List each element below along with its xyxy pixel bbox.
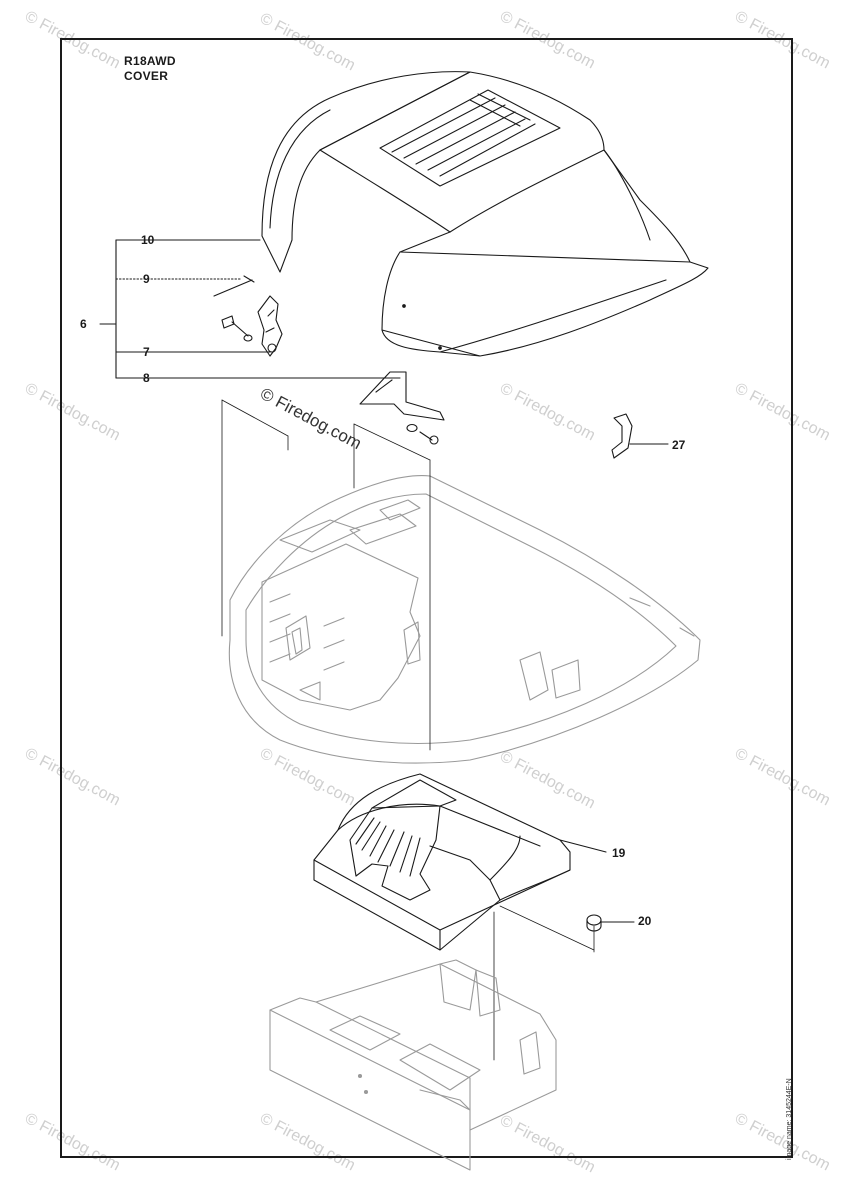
callout-6: 6 bbox=[80, 317, 87, 331]
hinge-bracket-part-7 bbox=[221, 295, 283, 357]
callout-9: 9 bbox=[143, 272, 150, 286]
nut-part-20 bbox=[586, 914, 635, 932]
callout-7: 7 bbox=[143, 345, 150, 359]
callout-10: 10 bbox=[141, 233, 155, 247]
pin-part-9 bbox=[213, 275, 255, 297]
model-title: R18AWD bbox=[124, 54, 176, 68]
callout-8: 8 bbox=[143, 371, 150, 385]
callout-27: 27 bbox=[672, 438, 686, 452]
callout-bracket-6 bbox=[99, 239, 401, 379]
diagram-frame bbox=[60, 38, 793, 1158]
bracket-part-8 bbox=[359, 371, 445, 445]
lower-cover-part-19 bbox=[313, 773, 607, 951]
callout-20: 20 bbox=[638, 914, 652, 928]
callout-19: 19 bbox=[612, 846, 626, 860]
top-cover-part bbox=[261, 71, 709, 357]
assembly-guide-lines bbox=[221, 399, 595, 1061]
clip-part-27 bbox=[611, 413, 669, 459]
image-code-label: image name: 3145244E-N bbox=[786, 1078, 793, 1160]
chassis-frame-part bbox=[228, 475, 701, 764]
section-title: COVER bbox=[124, 69, 169, 83]
base-housing-part bbox=[269, 959, 557, 1171]
